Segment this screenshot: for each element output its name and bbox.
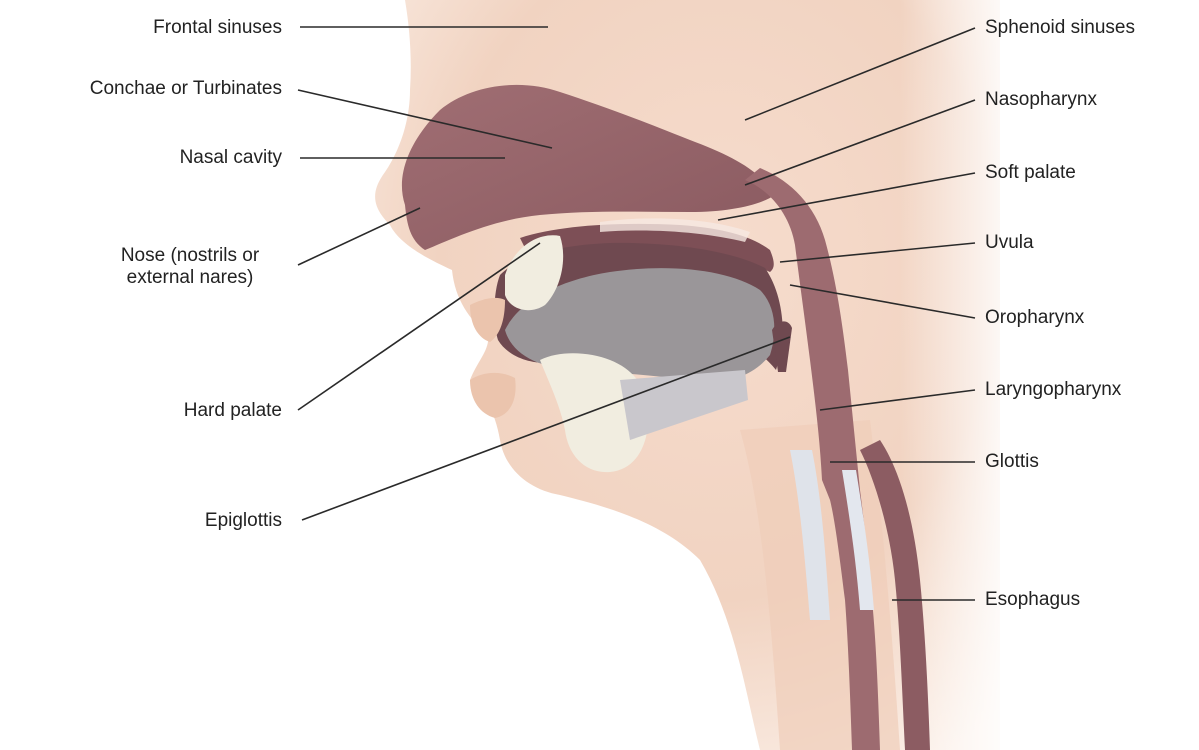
label-nose-line-2: external nares) (80, 267, 300, 289)
label-laryngopharynx: Laryngopharynx (985, 379, 1121, 401)
label-conchae-or-turbinates: Conchae or Turbinates (90, 78, 282, 100)
label-esophagus: Esophagus (985, 589, 1080, 611)
label-glottis: Glottis (985, 451, 1039, 473)
label-epiglottis: Epiglottis (205, 510, 282, 532)
label-oropharynx: Oropharynx (985, 307, 1084, 329)
label-nasopharynx: Nasopharynx (985, 89, 1097, 111)
label-nasal-cavity: Nasal cavity (180, 147, 282, 169)
label-hard-palate: Hard palate (184, 400, 282, 422)
label-soft-palate: Soft palate (985, 162, 1076, 184)
label-nose-line-1: Nose (nostrils or (80, 245, 300, 267)
label-sphenoid-sinuses: Sphenoid sinuses (985, 17, 1135, 39)
label-nose: Nose (nostrils or external nares) (80, 245, 300, 289)
label-uvula: Uvula (985, 232, 1034, 254)
label-frontal-sinuses: Frontal sinuses (153, 17, 282, 39)
